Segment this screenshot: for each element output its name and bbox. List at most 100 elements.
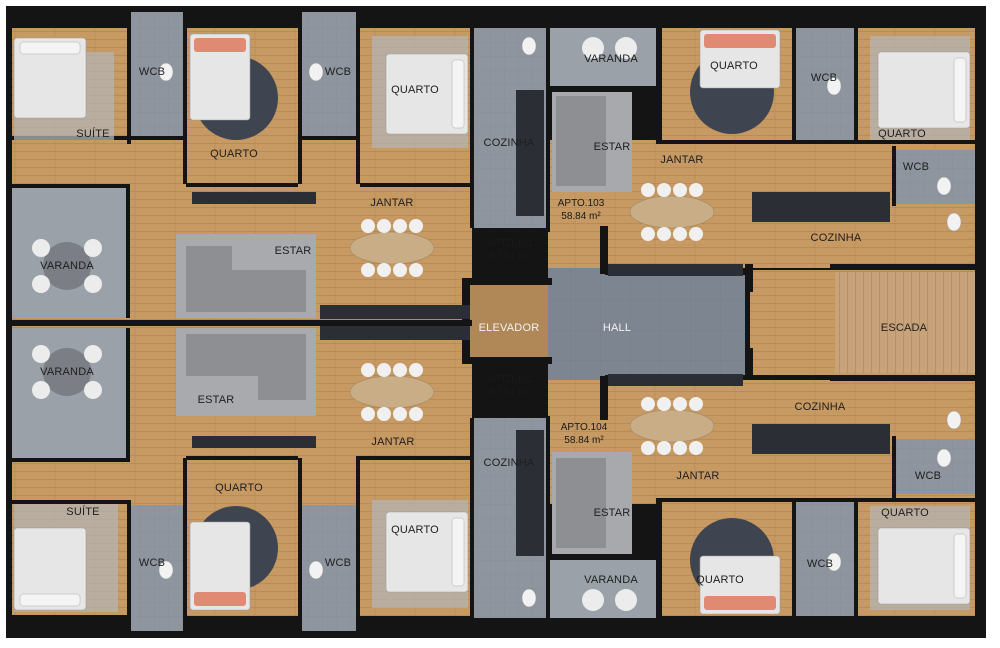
apto-103-name: APTO.103 — [557, 198, 605, 209]
wcb-3-fixture — [158, 560, 174, 580]
jantar-104-chair-b0 — [641, 441, 655, 455]
jantar-103-chair-2 — [673, 183, 687, 197]
label-quarto-3: QUARTO — [215, 482, 263, 494]
estar-102-sofa — [186, 334, 306, 376]
apto-104-name: APTO.104 — [560, 422, 608, 433]
apto-103-cabinet — [608, 264, 743, 276]
jantar-103-chair-b0 — [641, 227, 655, 241]
label-quarto-103: QUARTO — [710, 60, 758, 72]
varanda-102-table — [43, 348, 91, 396]
quarto-2-bed-pillow — [451, 59, 465, 129]
apto-101-cabinet — [320, 305, 470, 319]
jantar-104-chair-b1 — [657, 441, 671, 455]
jantar-103-chair-3 — [689, 183, 703, 197]
label-wcb-103b: WCB — [902, 161, 930, 173]
jantar-102-table — [349, 375, 435, 409]
apto-103-area: 58.84 m² — [561, 211, 601, 222]
jantar-104-chair-1 — [657, 397, 671, 411]
quarto-103b-bed-pillow — [953, 57, 967, 123]
estar-101-sofa — [186, 270, 306, 312]
cozinha-104-sink-fixture — [946, 410, 962, 430]
jantar-104-chair-b2 — [673, 441, 687, 455]
quarto-4-bed-pillow — [451, 517, 465, 587]
varanda-104-floor — [550, 560, 656, 618]
quarto-104b-bed — [877, 527, 971, 605]
apto-104-area: 58.84 m² — [564, 435, 604, 446]
apto-102-name: APTO.102 — [486, 374, 534, 385]
apto-101-sideboard — [192, 192, 316, 204]
quarto-104-bed-pillow — [704, 596, 776, 610]
jantar-104-chair-b3 — [689, 441, 703, 455]
apto-102-label: APTO.102 87.54 m² — [487, 373, 534, 399]
varanda-102-chair-1 — [84, 345, 102, 363]
cozinha-101-sink-fixture — [521, 36, 537, 56]
label-suite-bottom: SUÍTE — [66, 506, 100, 518]
wcb-103b-fixture — [936, 176, 952, 196]
apto-102-sideboard — [192, 436, 316, 448]
jantar-101-chair-3 — [409, 219, 423, 233]
suite-top-bed-pillow — [19, 41, 81, 55]
varanda-103-floor — [550, 28, 656, 86]
label-quarto-104b: QUARTO — [881, 507, 929, 519]
label-wcb-2: WCB — [324, 66, 352, 78]
suite-bottom-bed — [13, 527, 87, 611]
label-varanda-103: VARANDA — [584, 53, 638, 65]
varanda-102-chair-2 — [32, 381, 50, 399]
jantar-101-chair-b0 — [361, 263, 375, 277]
jantar-103-chair-1 — [657, 183, 671, 197]
quarto-103b-bed — [877, 51, 971, 129]
jantar-101-table — [349, 231, 435, 265]
label-varanda-104: VARANDA — [584, 574, 638, 586]
varanda-101-chair-3 — [84, 275, 102, 293]
jantar-102-chair-0 — [361, 363, 375, 377]
quarto-103-bed-pillow — [704, 34, 776, 48]
walls — [10, 24, 981, 624]
jantar-101-chair-2 — [393, 219, 407, 233]
wcb-2-fixture — [308, 62, 324, 82]
label-jantar-101: JANTAR — [370, 197, 414, 209]
cozinha-104-counter — [752, 424, 890, 454]
label-quarto-4: QUARTO — [391, 524, 439, 536]
quarto-3-bed-pillow — [194, 592, 246, 606]
quarto-1-bed-pillow — [194, 38, 246, 52]
label-wcb-103a: WCB — [810, 72, 838, 84]
label-estar-103: ESTAR — [593, 141, 631, 153]
label-estar-102: ESTAR — [197, 394, 235, 406]
label-wcb-1: WCB — [138, 66, 166, 78]
label-cozinha-102: COZINHA — [483, 457, 535, 469]
label-wcb-3: WCB — [138, 557, 166, 569]
jantar-102-chair-2 — [393, 363, 407, 377]
jantar-103-chair-b2 — [673, 227, 687, 241]
label-estar-104: ESTAR — [593, 507, 631, 519]
cozinha-101-counter — [516, 90, 544, 216]
jantar-103-chair-b1 — [657, 227, 671, 241]
varanda-101-chair-1 — [84, 239, 102, 257]
quarto-3-bed — [189, 521, 251, 611]
jantar-102-chair-b3 — [409, 407, 423, 421]
varanda-104-chair-b — [615, 589, 637, 611]
wcb-1-fixture — [158, 62, 174, 82]
wcb-3-floor — [131, 505, 183, 631]
label-varanda-102: VARANDA — [40, 366, 94, 378]
jantar-101-chair-b1 — [377, 263, 391, 277]
wcb-1-floor — [131, 12, 183, 136]
varanda-104-chair-a — [582, 589, 604, 611]
jantar-101-chair-0 — [361, 219, 375, 233]
wcb-104b-fixture — [936, 448, 952, 468]
label-cozinha-103: COZINHA — [810, 232, 862, 244]
jantar-104-chair-2 — [673, 397, 687, 411]
label-jantar-103: JANTAR — [660, 154, 704, 166]
label-escada: ESCADA — [880, 322, 928, 334]
jantar-101-chair-b3 — [409, 263, 423, 277]
jantar-102-chair-b1 — [377, 407, 391, 421]
quarto-4-bed — [385, 511, 469, 593]
apto-101-area: 87.54 m² — [490, 251, 530, 262]
suite-top-bed — [13, 37, 87, 119]
wcb-104a-fixture — [826, 552, 842, 572]
label-quarto-1: QUARTO — [210, 148, 258, 160]
label-hall: HALL — [602, 322, 632, 334]
cozinha-103-sink-fixture — [946, 212, 962, 232]
varanda-103-chair-b — [615, 37, 637, 59]
